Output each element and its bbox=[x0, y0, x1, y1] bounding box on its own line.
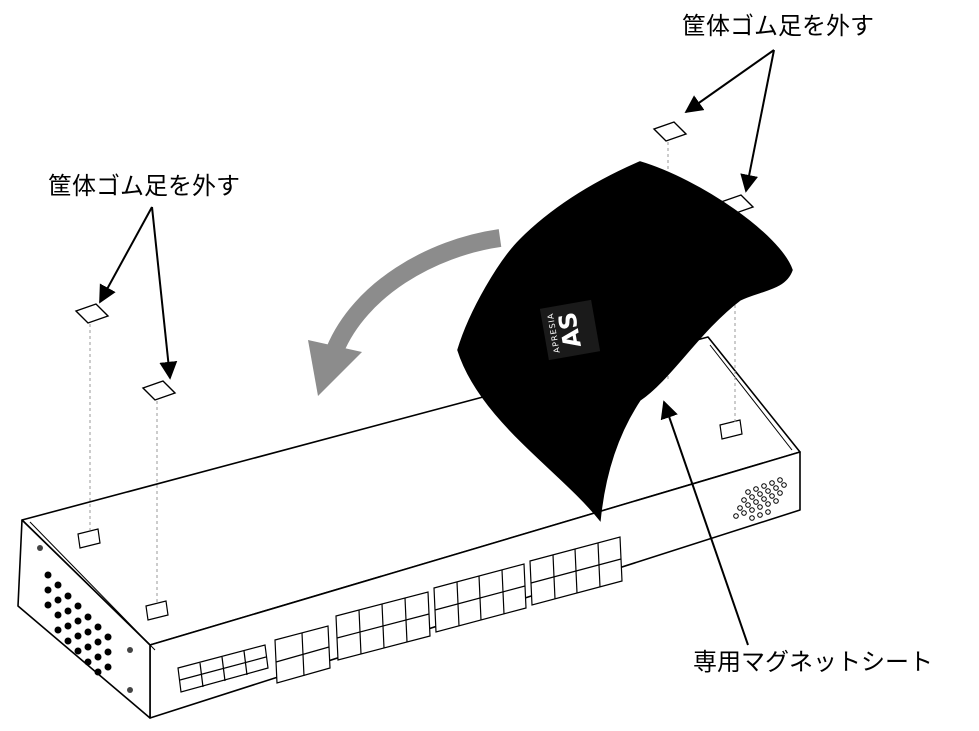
magnet-sheet bbox=[457, 161, 793, 522]
rubber-foot-left-2 bbox=[141, 380, 177, 401]
logo-mark: AS bbox=[553, 310, 587, 350]
network-switch bbox=[17, 336, 801, 719]
foot-positions bbox=[77, 419, 743, 621]
label-remove-feet-left: 筐体ゴム足を外す bbox=[48, 172, 240, 200]
label-remove-feet-right: 筐体ゴム足を外す bbox=[682, 12, 874, 40]
left-vent-holes bbox=[37, 545, 133, 693]
label-magnet-sheet: 専用マグネットシート bbox=[693, 648, 933, 676]
port-groups bbox=[177, 536, 623, 693]
rotate-arrow-icon bbox=[308, 229, 502, 396]
rubber-foot-right-1 bbox=[652, 121, 688, 142]
rubber-foot-left-1 bbox=[74, 303, 110, 324]
apresia-logo: AS APRESIA bbox=[539, 299, 601, 361]
magnet-sheet-graphic: AS APRESIA bbox=[457, 161, 793, 522]
switch-left-face bbox=[17, 519, 151, 719]
top-vent-holes bbox=[733, 477, 787, 521]
pointer-arrow-icon bbox=[99, 49, 775, 646]
